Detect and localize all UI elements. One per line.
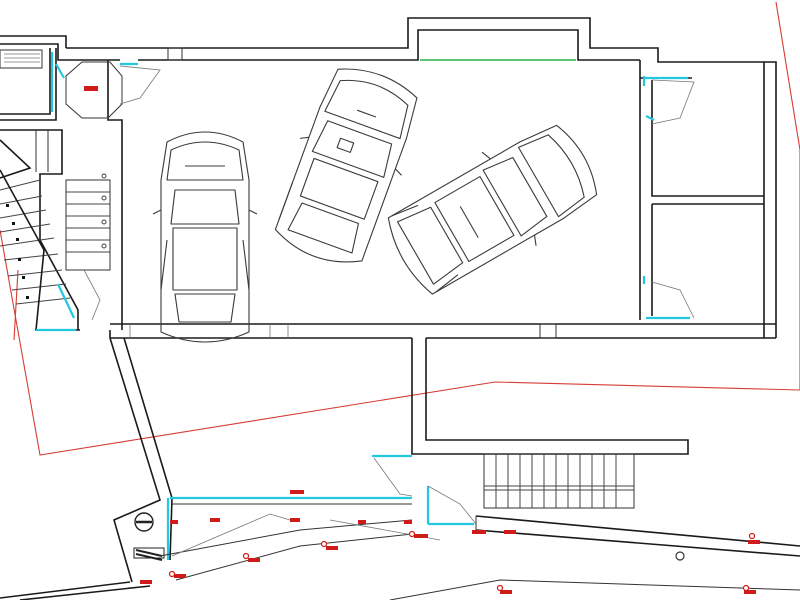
manhole-icon — [133, 512, 165, 561]
inner-staircase — [65, 173, 111, 321]
left-staircase — [0, 129, 80, 332]
lower-terrace — [159, 513, 800, 600]
property-boundary — [0, 1, 800, 456]
octagon-room — [55, 61, 161, 119]
top-left-room — [0, 35, 67, 121]
storage-rooms — [639, 62, 764, 320]
red-marker — [84, 86, 98, 91]
car-right — [387, 124, 598, 295]
lower-doors — [372, 454, 477, 526]
lower-walls — [0, 337, 689, 600]
car-left — [152, 131, 258, 343]
garage-walls — [66, 17, 777, 339]
lower-staircase — [483, 453, 635, 509]
car-middle — [274, 68, 418, 263]
level-markers — [140, 490, 760, 594]
